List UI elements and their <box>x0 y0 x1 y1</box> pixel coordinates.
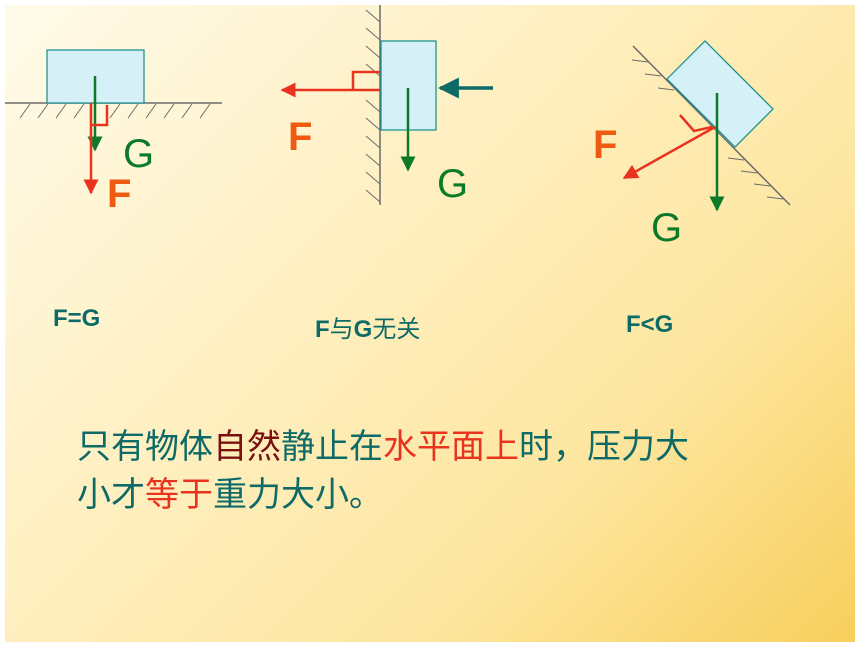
gravity-label: G <box>123 132 154 176</box>
incline-line <box>632 45 791 206</box>
physics-diagrams: G F F G <box>5 5 791 250</box>
segment: 小才 <box>77 475 145 515</box>
gravity-label: G <box>437 162 468 206</box>
diagram-horizontal: G F <box>5 49 222 216</box>
conclusion-text: 只有物体自然静止在水平面上时，压力大 小才等于重力大小。 <box>77 423 797 519</box>
diagram-wall: F G <box>280 5 493 206</box>
formula-f: F <box>315 316 330 343</box>
right-angle-mark <box>351 70 380 90</box>
formula-wall: F与G无关 <box>315 309 420 344</box>
wall-hatch <box>365 9 381 203</box>
segment-emphasis-horizontal: 水平面上 <box>383 427 519 467</box>
diagram-incline: F G <box>593 40 791 250</box>
formula-incline: F<G <box>626 311 674 338</box>
conclusion-line-1: 只有物体自然静止在水平面上时，压力大 <box>77 423 797 471</box>
formula-connector: 与 <box>329 315 354 343</box>
segment: 重力大小。 <box>213 475 383 515</box>
segment: 静止在 <box>281 427 383 467</box>
force-label: F <box>288 115 312 159</box>
conclusion-line-2: 小才等于重力大小。 <box>77 471 797 519</box>
segment-emphasis-natural: 自然 <box>213 427 281 467</box>
formula-g: G <box>353 316 373 343</box>
incline-hatch <box>631 59 784 200</box>
segment: 时，压力大 <box>519 427 689 467</box>
block <box>666 40 774 148</box>
force-arrow <box>622 125 716 180</box>
gravity-label: G <box>651 206 682 250</box>
segment: 只有物体 <box>77 427 213 467</box>
ground-hatch <box>19 103 211 119</box>
slide: G F F G <box>5 5 855 642</box>
right-angle-mark <box>91 105 109 127</box>
force-label: F <box>107 172 131 216</box>
segment-emphasis-equal: 等于 <box>145 475 213 515</box>
force-label: F <box>593 123 617 167</box>
formula-relation: 无关 <box>372 315 421 343</box>
right-angle-mark <box>679 114 713 133</box>
formula-horizontal: F=G <box>53 305 101 332</box>
